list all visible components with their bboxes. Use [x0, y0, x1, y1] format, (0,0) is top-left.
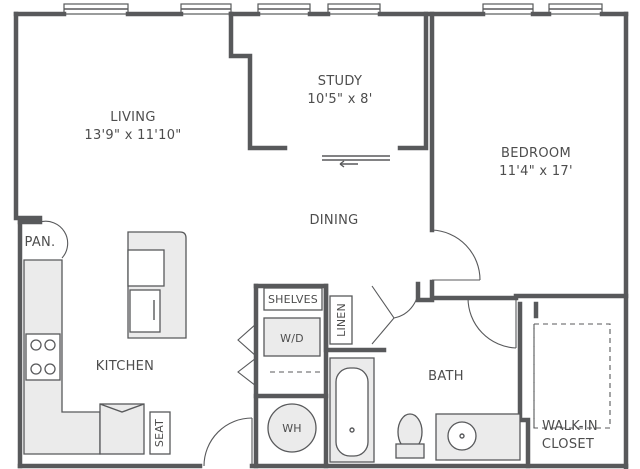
room-name-walkin-line1: WALK-IN [542, 419, 598, 434]
label-linen: LINEN [335, 303, 348, 337]
burner [44, 339, 56, 351]
dishwasher [127, 249, 165, 287]
label-water-heater: WH [282, 422, 302, 435]
room-name-walkin-line2: CLOSET [542, 437, 594, 452]
kitchen-sink [129, 289, 161, 333]
closet-shelf-outline [533, 323, 611, 429]
burner [44, 363, 56, 375]
room-dims-bedroom: 11'4" x 17' [499, 164, 573, 179]
doors [39, 155, 517, 467]
cooktop [25, 333, 61, 381]
label-pantry: PAN. [25, 235, 56, 250]
bathtub-basin [335, 367, 369, 457]
fixture-labels: PAN. SHELVES LINEN W/D WH SEAT [25, 235, 348, 447]
linen-box [329, 295, 353, 345]
room-dims-living: 13'9" x 11'10" [84, 128, 181, 143]
room-name-living: LIVING [110, 110, 155, 125]
room-dims-study: 10'5" x 8' [307, 92, 372, 107]
washer-dryer [263, 317, 321, 357]
bath-fixtures [329, 357, 521, 463]
burner [30, 339, 42, 351]
room-name-bath: BATH [428, 369, 464, 384]
water-heater [267, 403, 317, 453]
closet-fixtures [533, 323, 611, 429]
windows [63, 3, 603, 15]
kitchen-fixtures [23, 231, 187, 455]
room-labels: LIVING 13'9" x 11'10" STUDY 10'5" x 8' B… [84, 74, 597, 452]
burner [30, 363, 42, 375]
label-shelves: SHELVES [268, 293, 318, 306]
seat-bench [149, 411, 171, 455]
label-washer-dryer: W/D [280, 332, 304, 345]
room-name-bedroom: BEDROOM [501, 146, 571, 161]
walls [13, 11, 629, 469]
vanity-sink [447, 421, 477, 451]
room-name-dining: DINING [309, 213, 358, 228]
utility-fixtures [263, 287, 353, 453]
toilet-tank [395, 443, 425, 459]
room-name-study: STUDY [318, 74, 362, 89]
room-name-kitchen: KITCHEN [96, 359, 154, 374]
shelves-box [263, 287, 323, 311]
label-seat: SEAT [153, 419, 166, 447]
